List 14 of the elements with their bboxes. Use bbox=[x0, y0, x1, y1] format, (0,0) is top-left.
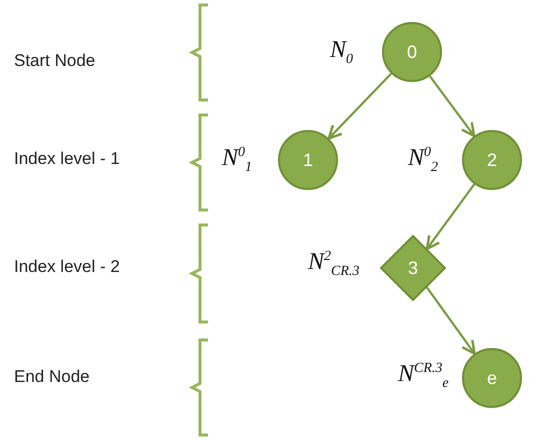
arrow bbox=[328, 72, 392, 140]
node-circle: 1 bbox=[278, 130, 338, 190]
node-circle: 0 bbox=[382, 22, 442, 82]
arrow bbox=[428, 75, 476, 138]
decision-diamond: 3 bbox=[380, 235, 446, 301]
level-label: Start Node bbox=[14, 51, 96, 71]
level-label: Index level - 1 bbox=[14, 149, 120, 169]
arrow bbox=[426, 286, 476, 355]
node-label: N$_{0}$ bbox=[330, 38, 354, 67]
arrow bbox=[426, 184, 476, 250]
node-circle: e bbox=[462, 348, 522, 408]
level-label: Index level - 2 bbox=[14, 257, 120, 277]
node-circle: 2 bbox=[462, 130, 522, 190]
level-label: End Node bbox=[14, 367, 90, 387]
